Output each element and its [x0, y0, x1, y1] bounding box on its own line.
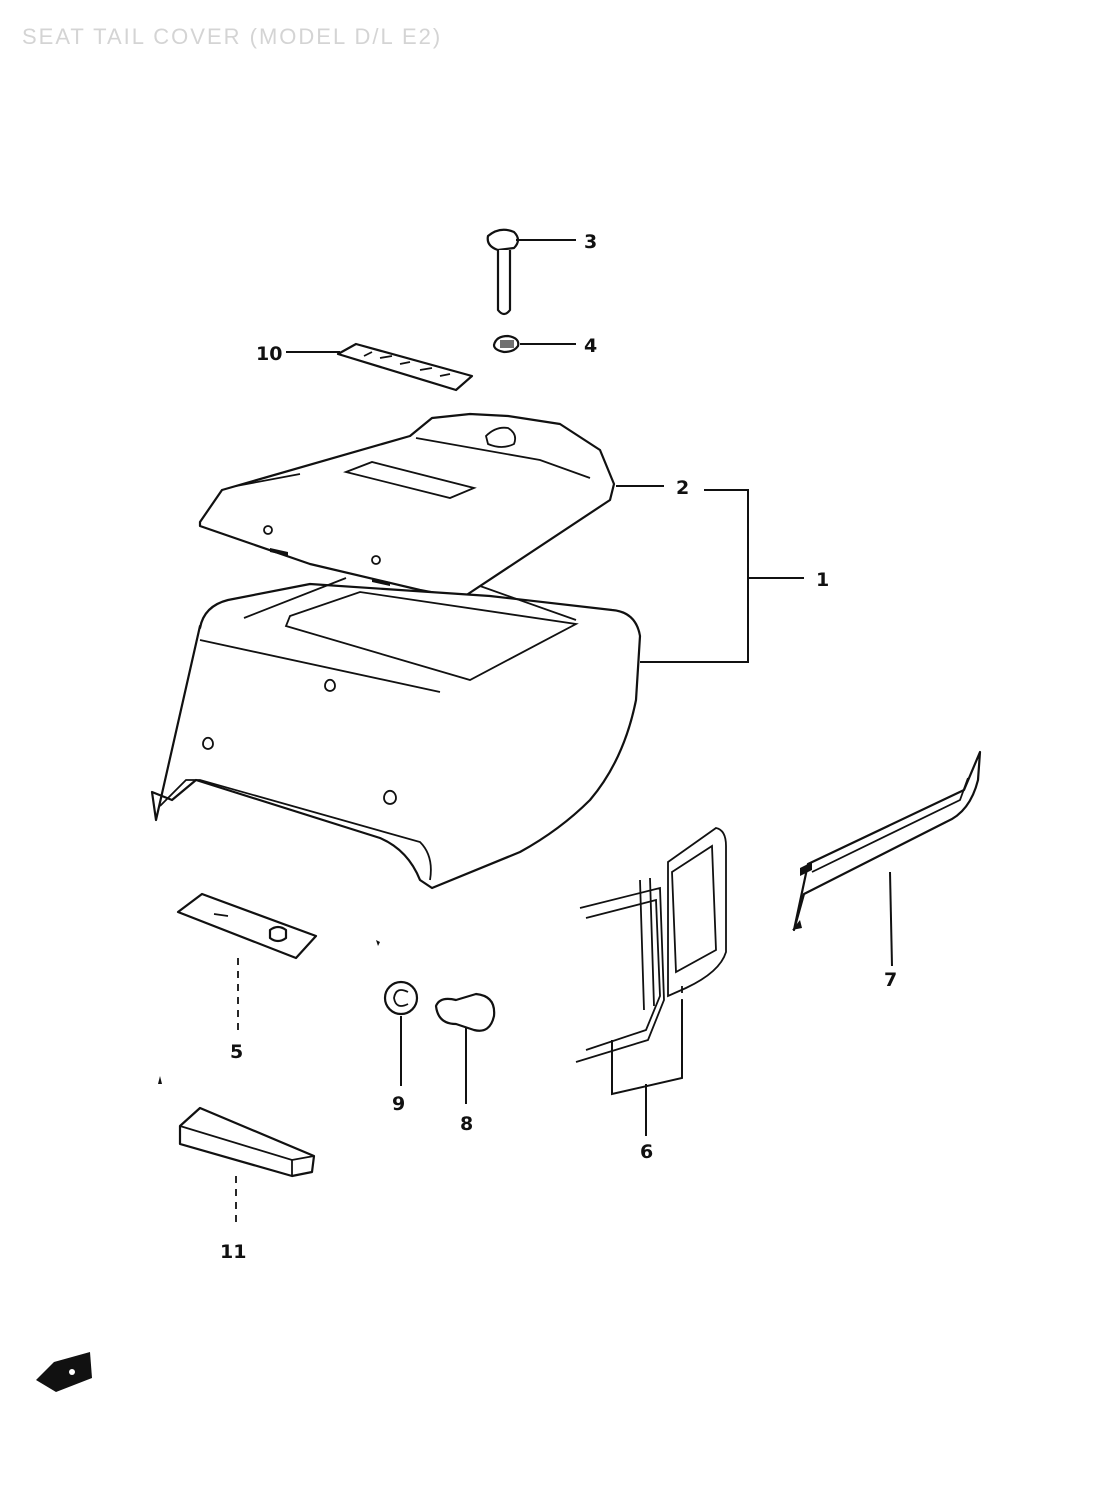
part-4-nut — [492, 334, 520, 354]
part-2-upper-cover — [198, 412, 616, 600]
callout-1: 1 — [816, 569, 829, 591]
callout-labels: 1 2 3 4 5 6 7 8 9 10 11 — [220, 231, 897, 1263]
callout-7: 7 — [884, 969, 897, 991]
part-9-grommet — [383, 980, 419, 1016]
part-11-pad — [178, 1106, 316, 1178]
part-7-side-trim — [792, 750, 982, 932]
part-10-emblem — [336, 342, 474, 392]
front-arrow-icon — [36, 1352, 92, 1392]
part-1-tail-cover-body — [150, 577, 642, 890]
callout-8: 8 — [460, 1113, 473, 1135]
callout-5: 5 — [230, 1041, 243, 1063]
callout-4: 4 — [584, 335, 597, 357]
callout-10: 10 — [256, 343, 282, 365]
callout-9: 9 — [392, 1093, 405, 1115]
lead-lines — [235, 239, 893, 1226]
callout-3: 3 — [584, 231, 597, 253]
part-8-damper — [434, 992, 496, 1032]
part-6-stripe-set — [575, 827, 727, 1063]
callout-11: 11 — [220, 1241, 246, 1263]
callout-6: 6 — [640, 1141, 653, 1163]
callout-2: 2 — [676, 477, 689, 499]
part-3-bolt — [486, 228, 520, 316]
scan-marks — [158, 940, 380, 1084]
page-title: SEAT TAIL COVER (MODEL D/L E2) — [22, 24, 443, 49]
part-5-plate — [176, 892, 318, 960]
